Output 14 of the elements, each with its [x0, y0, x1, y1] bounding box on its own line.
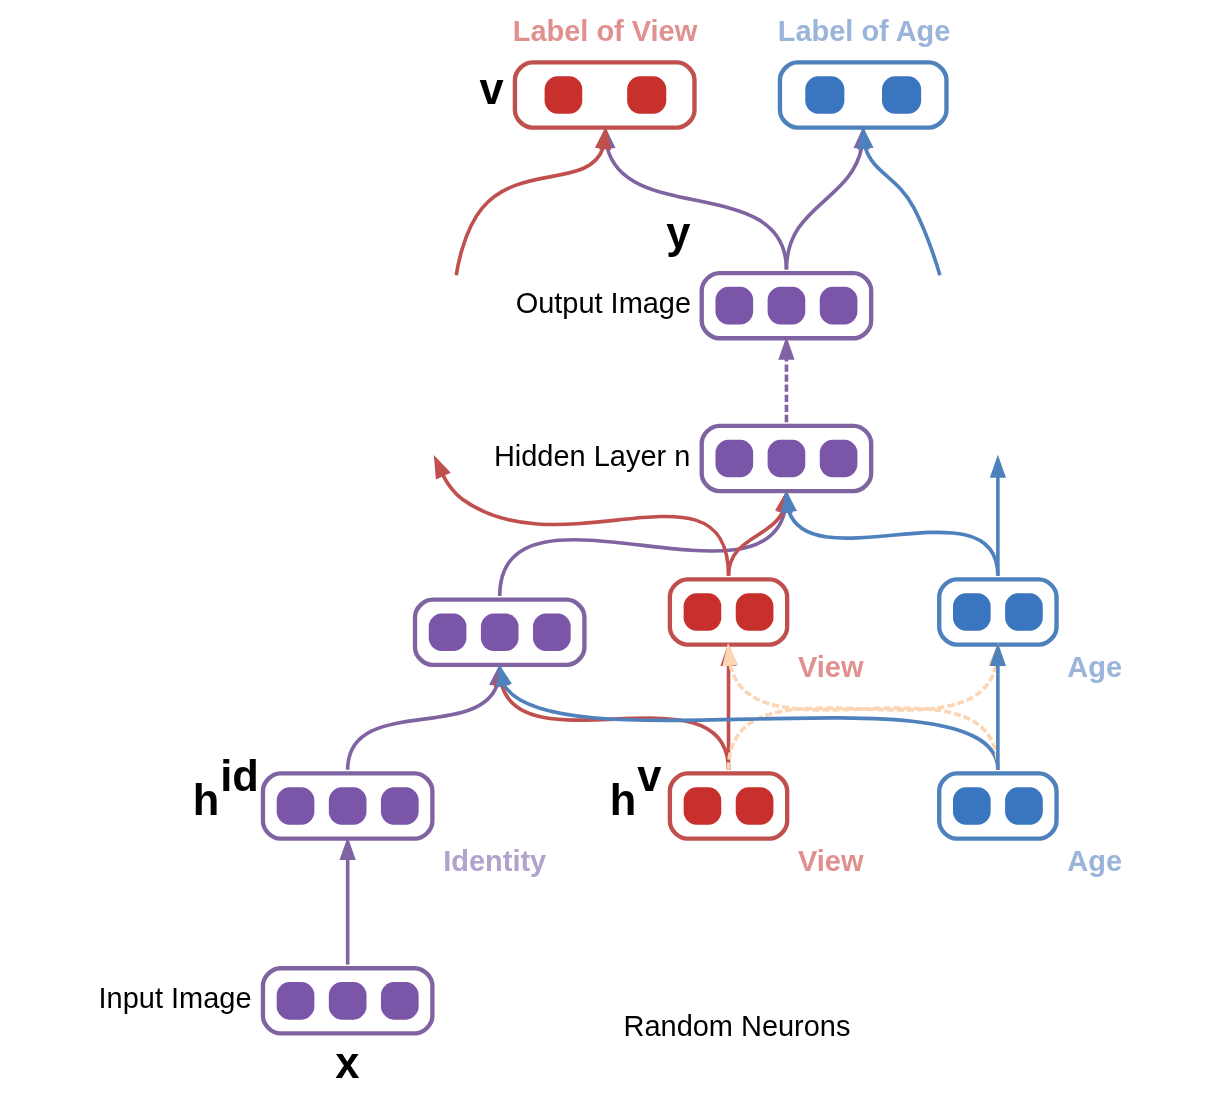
node-label: Label of View [512, 15, 697, 48]
node-label: Identity [442, 845, 546, 878]
node-label: y [665, 208, 690, 257]
node-label: x [334, 1038, 360, 1087]
node-label: v [478, 65, 504, 114]
node-label: Label of Age [777, 15, 950, 48]
node-label: Hidden Layer n [493, 439, 690, 472]
node-label: View [797, 651, 863, 684]
node-label: Age [1066, 651, 1122, 684]
label: Random Neurons [623, 1009, 850, 1042]
node-label: Age [1066, 845, 1122, 878]
node-label: Output Image [515, 286, 691, 319]
node-label: Input Image [98, 982, 252, 1015]
node-label: View [797, 845, 863, 878]
